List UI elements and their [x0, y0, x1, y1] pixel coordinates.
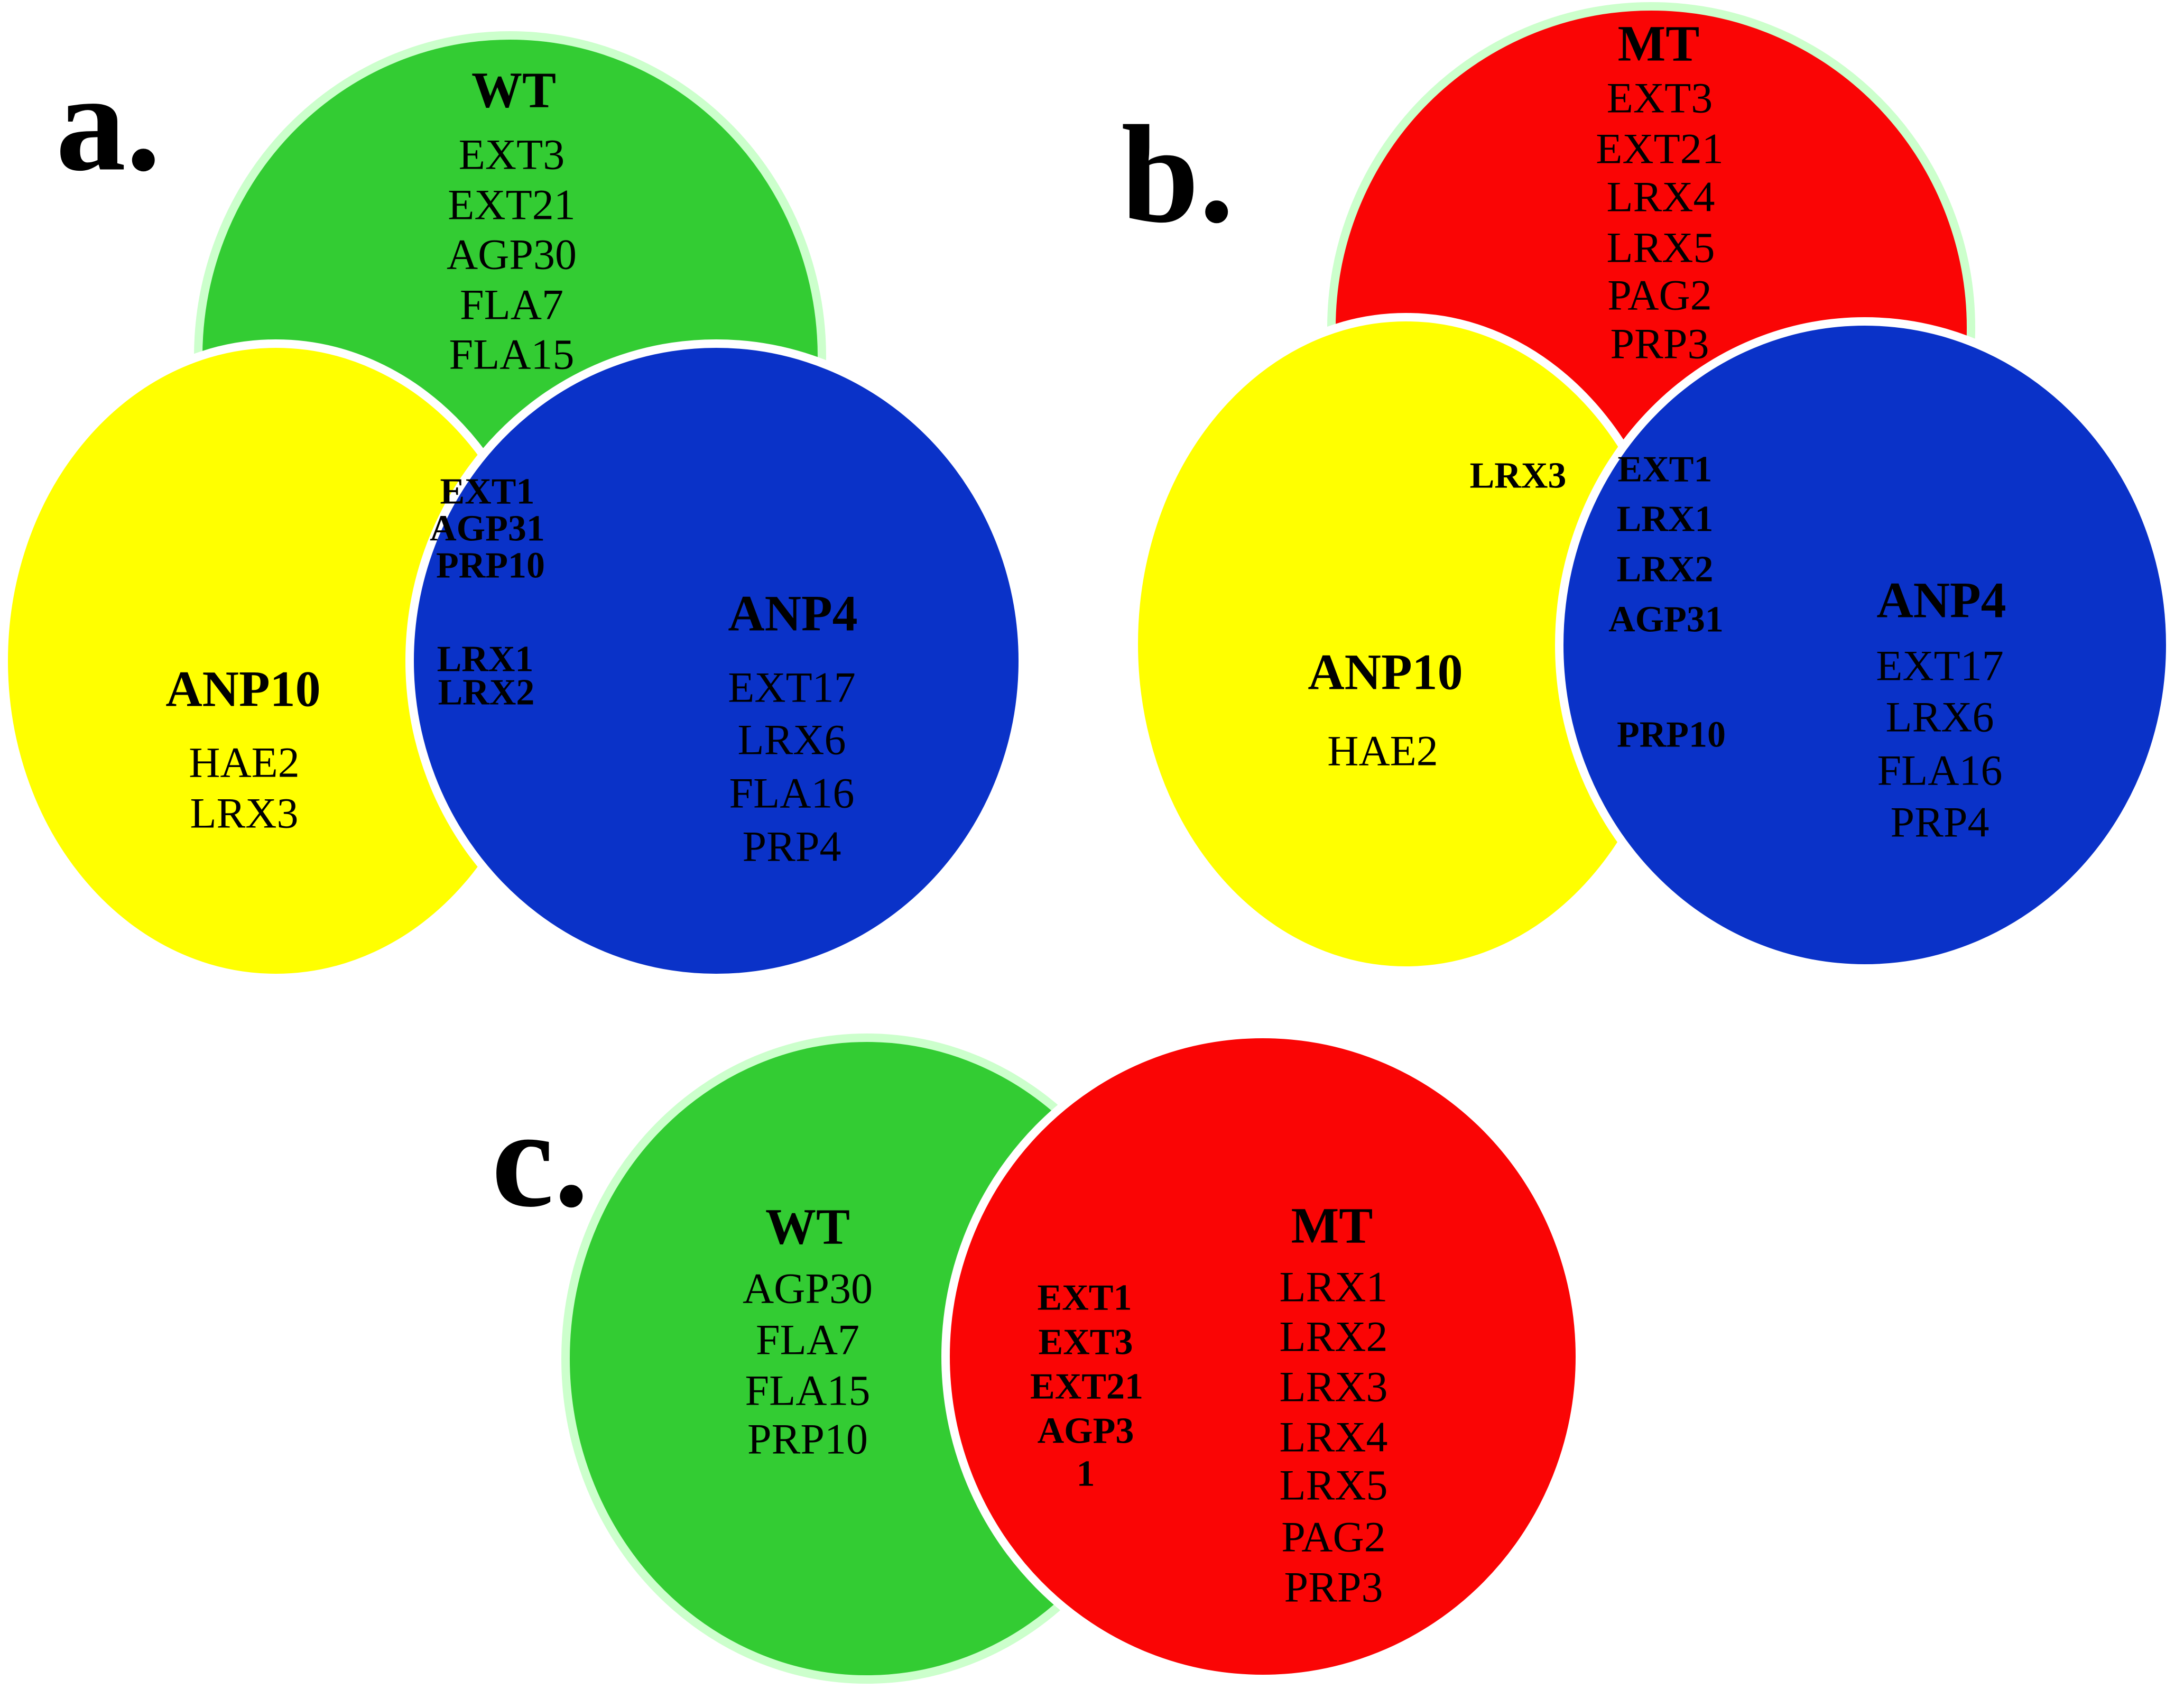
anp10-title-b: ANP10 — [1308, 644, 1463, 700]
anp10-item: HAE2 — [189, 739, 300, 787]
wt-item: EXT3 — [459, 131, 564, 179]
anp4-item: FLA16 — [1877, 746, 2003, 795]
anp4-circle-a — [405, 339, 1027, 982]
mt-item: PAG2 — [1607, 271, 1712, 319]
anp4-title-b: ANP4 — [1876, 572, 2006, 629]
mt-item-c: LRX3 — [1280, 1363, 1388, 1411]
mt-item-c: LRX5 — [1280, 1461, 1388, 1509]
anp4-item: FLA16 — [729, 769, 855, 817]
mt-item-c: LRX4 — [1280, 1413, 1388, 1461]
overlap-item-b: EXT1 — [1618, 449, 1713, 490]
wt-title-c: WT — [765, 1198, 850, 1255]
anp4-item: LRX6 — [738, 716, 846, 764]
wt-item-c: PRP10 — [747, 1415, 868, 1463]
overlap-item-b: PRP10 — [1617, 715, 1726, 755]
mt-item: PRP3 — [1611, 320, 1709, 368]
anp10-title-a: ANP10 — [165, 661, 320, 717]
overlap-item-c: EXT1 — [1038, 1278, 1132, 1318]
overlap-item-c: 1 — [1077, 1454, 1095, 1494]
overlap-item-b: AGP31 — [1608, 599, 1724, 640]
mt-item-c: LRX1 — [1280, 1263, 1388, 1311]
anp10-item: LRX3 — [190, 789, 299, 837]
panel-b: b. MT EXT3 EXT21 LRX4 LRX5 PAG2 PRP3 LRX… — [1121, 2, 2174, 975]
overlap-item-a: LRX1 — [437, 639, 534, 680]
overlap-item-a: AGP31 — [430, 509, 545, 549]
wt-item-c: AGP30 — [743, 1265, 873, 1313]
overlap-item-b: LRX2 — [1617, 549, 1714, 590]
mt-item-c: PRP3 — [1284, 1563, 1383, 1611]
panel-c: c. WT AGP30 FLA7 FLA15 PRP10 EXT1 EXT3 E… — [492, 1030, 1584, 1684]
mt-circle-c — [941, 1030, 1584, 1683]
mt-title-c: MT — [1291, 1197, 1373, 1254]
mt-item: EXT3 — [1607, 74, 1713, 122]
panel-a: a. WT EXT3 EXT21 AGP30 FLA7 FLA15 ANP10 … — [0, 31, 1027, 982]
overlap-item-a: EXT1 — [440, 472, 535, 512]
overlap-item-a: LRX2 — [438, 672, 535, 713]
wt-item-c: FLA15 — [745, 1367, 871, 1415]
overlap-item-b: LRX1 — [1617, 499, 1714, 540]
anp4-item: PRP4 — [1891, 798, 1989, 846]
anp10-boundary-item-b: LRX3 — [1470, 456, 1567, 496]
panel-c-label: c. — [492, 1082, 589, 1236]
anp4-item: PRP4 — [743, 823, 841, 871]
anp4-item: EXT17 — [1876, 642, 2003, 690]
overlap-item-c: AGP3 — [1038, 1411, 1134, 1452]
anp10-item: HAE2 — [1327, 727, 1438, 775]
mt-item: EXT21 — [1596, 125, 1723, 173]
anp4-item: EXT17 — [728, 663, 855, 712]
wt-item: FLA7 — [460, 281, 563, 329]
wt-item-c: FLA7 — [756, 1316, 859, 1364]
mt-item: LRX4 — [1607, 173, 1715, 221]
mt-title-b: MT — [1618, 15, 1700, 72]
wt-title-a: WT — [471, 62, 556, 118]
overlap-item-a: PRP10 — [436, 546, 545, 586]
panel-b-label: b. — [1121, 97, 1234, 252]
wt-item: EXT21 — [448, 181, 575, 229]
wt-item: AGP30 — [447, 230, 577, 279]
anp4-title-a: ANP4 — [728, 585, 857, 642]
anp4-item: LRX6 — [1886, 693, 1994, 741]
wt-item: FLA15 — [449, 330, 575, 379]
mt-item-c: LRX2 — [1280, 1313, 1388, 1361]
overlap-item-c: EXT21 — [1030, 1367, 1143, 1407]
panel-a-label: a. — [56, 45, 161, 200]
mt-item-c: PAG2 — [1281, 1513, 1386, 1561]
anp4-circle-b — [1555, 317, 2174, 973]
mt-item: LRX5 — [1607, 224, 1715, 272]
overlap-item-c: EXT3 — [1039, 1322, 1133, 1363]
